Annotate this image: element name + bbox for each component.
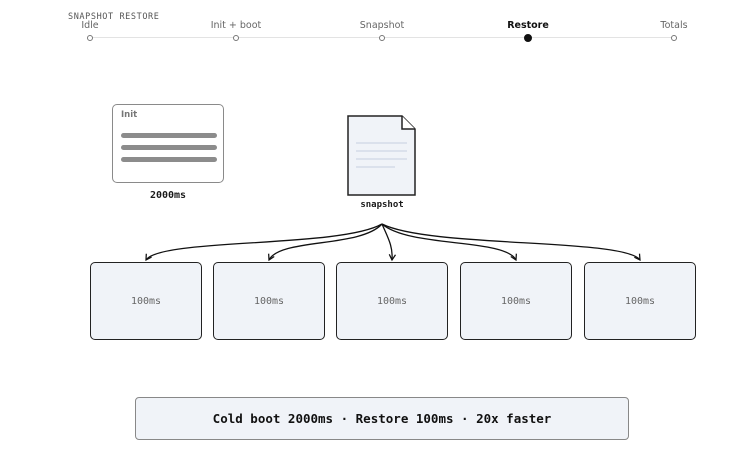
step-dot-icon [87,35,93,41]
step-label: Idle [81,20,99,31]
restore-time: 100ms [500,295,532,307]
init-card-title: Init [121,110,138,120]
step-restore[interactable]: Restore [468,20,588,42]
restore-time: 100ms [130,295,162,307]
restore-vm-5: 100ms [584,262,696,340]
step-label: Restore [507,20,549,31]
init-line [121,145,217,150]
step-label: Init + boot [210,20,262,31]
restore-vm-3: 100ms [336,262,448,340]
step-dot-icon [233,35,239,41]
init-time: 2000ms [149,190,187,201]
summary-text: Cold boot 2000ms · Restore 100ms · 20x f… [212,411,552,426]
restore-vm-1: 100ms [90,262,202,340]
init-line [121,157,217,162]
step-label: Totals [660,20,688,31]
step-totals[interactable]: Totals [614,20,734,41]
restore-time: 100ms [253,295,285,307]
restore-vm-2: 100ms [213,262,325,340]
snapshot-label: snapshot [360,200,404,210]
restore-vm-4: 100ms [460,262,572,340]
section-eyebrow: SNAPSHOT RESTORE [68,12,160,22]
step-idle[interactable]: Idle [30,20,150,41]
step-snapshot[interactable]: Snapshot [322,20,442,41]
step-dot-icon [671,35,677,41]
step-dot-icon [379,35,385,41]
restore-time: 100ms [376,295,408,307]
step-label: Snapshot [359,20,405,31]
step-init-boot[interactable]: Init + boot [176,20,296,41]
snapshot-document-icon [347,115,416,196]
summary-banner: Cold boot 2000ms · Restore 100ms · 20x f… [135,397,629,440]
init-card: Init [112,104,224,183]
step-dot-icon [524,34,532,42]
init-line [121,133,217,138]
restore-time: 100ms [624,295,656,307]
